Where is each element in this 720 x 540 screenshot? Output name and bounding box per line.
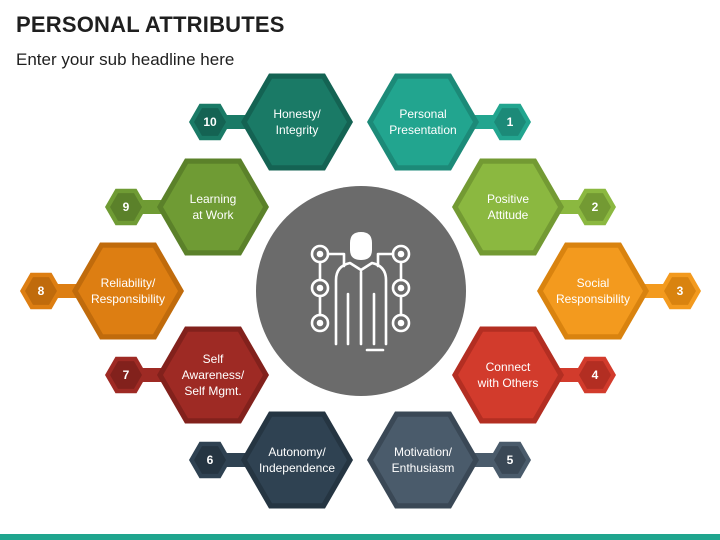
number-hexagon-inner — [664, 277, 696, 305]
attribute-label: Autonomy/Independence — [259, 445, 335, 475]
attribute-number: 10 — [203, 115, 217, 129]
number-hexagon-inner — [110, 361, 142, 389]
hexagon-inner — [543, 247, 643, 335]
hexagon-inner — [247, 416, 347, 504]
attribute-label: Learning at Work — [190, 192, 237, 222]
connector — [475, 115, 493, 129]
attribute-label-line: Autonomy/ — [268, 445, 326, 459]
hexagon-inner — [458, 331, 558, 419]
attribute-hexagon-10: 10 Honesty/Integrity — [189, 73, 353, 171]
attribute-hexagon-6: 6 Autonomy/Independence — [189, 411, 353, 509]
hexagon-inner — [78, 247, 178, 335]
attribute-number: 9 — [123, 200, 130, 214]
attribute-hexagon-4: 4 Connect with Others — [452, 326, 616, 424]
number-hexagon-inner — [25, 277, 57, 305]
number-hexagon-inner — [494, 108, 526, 136]
attribute-label: Honesty/Integrity — [273, 107, 321, 137]
number-hexagon-inner — [579, 193, 611, 221]
attribute-label-line: Responsibility — [556, 292, 630, 306]
attribute-label-line: Motivation/ — [394, 445, 453, 459]
number-hexagon-inner — [194, 446, 226, 474]
page-title: PERSONAL ATTRIBUTES — [16, 12, 285, 37]
connector — [560, 368, 578, 382]
attribute-label-line: Social — [577, 276, 610, 290]
attribute-label-line: Responsibility — [91, 292, 165, 306]
hexagon-inner — [163, 163, 263, 251]
attribute-label-line: Independence — [259, 461, 335, 475]
number-hexagon-inner — [579, 361, 611, 389]
page-subtitle: Enter your sub headline here — [16, 50, 235, 69]
attribute-label-line: Self Mgmt. — [184, 384, 241, 398]
attribute-number: 7 — [123, 368, 130, 382]
hexagon-inner — [247, 78, 347, 166]
hexagon-inner — [373, 78, 473, 166]
hexagon-inner — [373, 416, 473, 504]
attribute-number: 3 — [677, 284, 684, 298]
attribute-label-line: Learning — [190, 192, 237, 206]
attribute-label-line: Enthusiasm — [392, 461, 455, 475]
attribute-label: Motivation/Enthusiasm — [392, 445, 455, 475]
attribute-label-line: Reliability/ — [101, 276, 156, 290]
number-hexagon-inner — [110, 193, 142, 221]
connector — [227, 115, 245, 129]
person-network-icon — [310, 232, 411, 352]
attribute-hexagon-8: 8 Reliability/Responsibility — [20, 242, 184, 340]
attribute-label-line: with Others — [477, 376, 539, 390]
hexagon-inner — [163, 331, 263, 419]
attribute-label-line: Self — [203, 352, 224, 366]
accent-bar — [0, 534, 720, 540]
attribute-label: Connect with Others — [477, 360, 539, 390]
attribute-label-line: Connect — [486, 360, 531, 374]
hexagon-inner — [458, 163, 558, 251]
number-hexagon-inner — [194, 108, 226, 136]
connector — [58, 284, 76, 298]
attribute-number: 6 — [207, 453, 214, 467]
number-hexagon-inner — [494, 446, 526, 474]
connector — [645, 284, 663, 298]
attribute-label-line: Positive — [487, 192, 529, 206]
attribute-number: 8 — [38, 284, 45, 298]
attribute-hexagon-9: 9 Learning at Work — [105, 158, 269, 256]
attribute-hexagon-5: 5 Motivation/Enthusiasm — [367, 411, 531, 509]
attribute-label-line: at Work — [192, 208, 234, 222]
attribute-label: Reliability/Responsibility — [91, 276, 165, 306]
attribute-number: 5 — [507, 453, 514, 467]
connector — [227, 453, 245, 467]
connector — [143, 368, 161, 382]
attribute-label-line: Attitude — [488, 208, 529, 222]
attribute-label-line: Awareness/ — [182, 368, 245, 382]
attribute-label-line: Presentation — [389, 123, 456, 137]
attribute-number: 4 — [592, 368, 599, 382]
connector — [475, 453, 493, 467]
attribute-number: 2 — [592, 200, 599, 214]
attribute-label-line: Personal — [399, 107, 446, 121]
attribute-number: 1 — [507, 115, 514, 129]
attribute-label-line: Honesty/ — [273, 107, 321, 121]
connector — [143, 200, 161, 214]
connector — [560, 200, 578, 214]
attribute-label-line: Integrity — [276, 123, 319, 137]
